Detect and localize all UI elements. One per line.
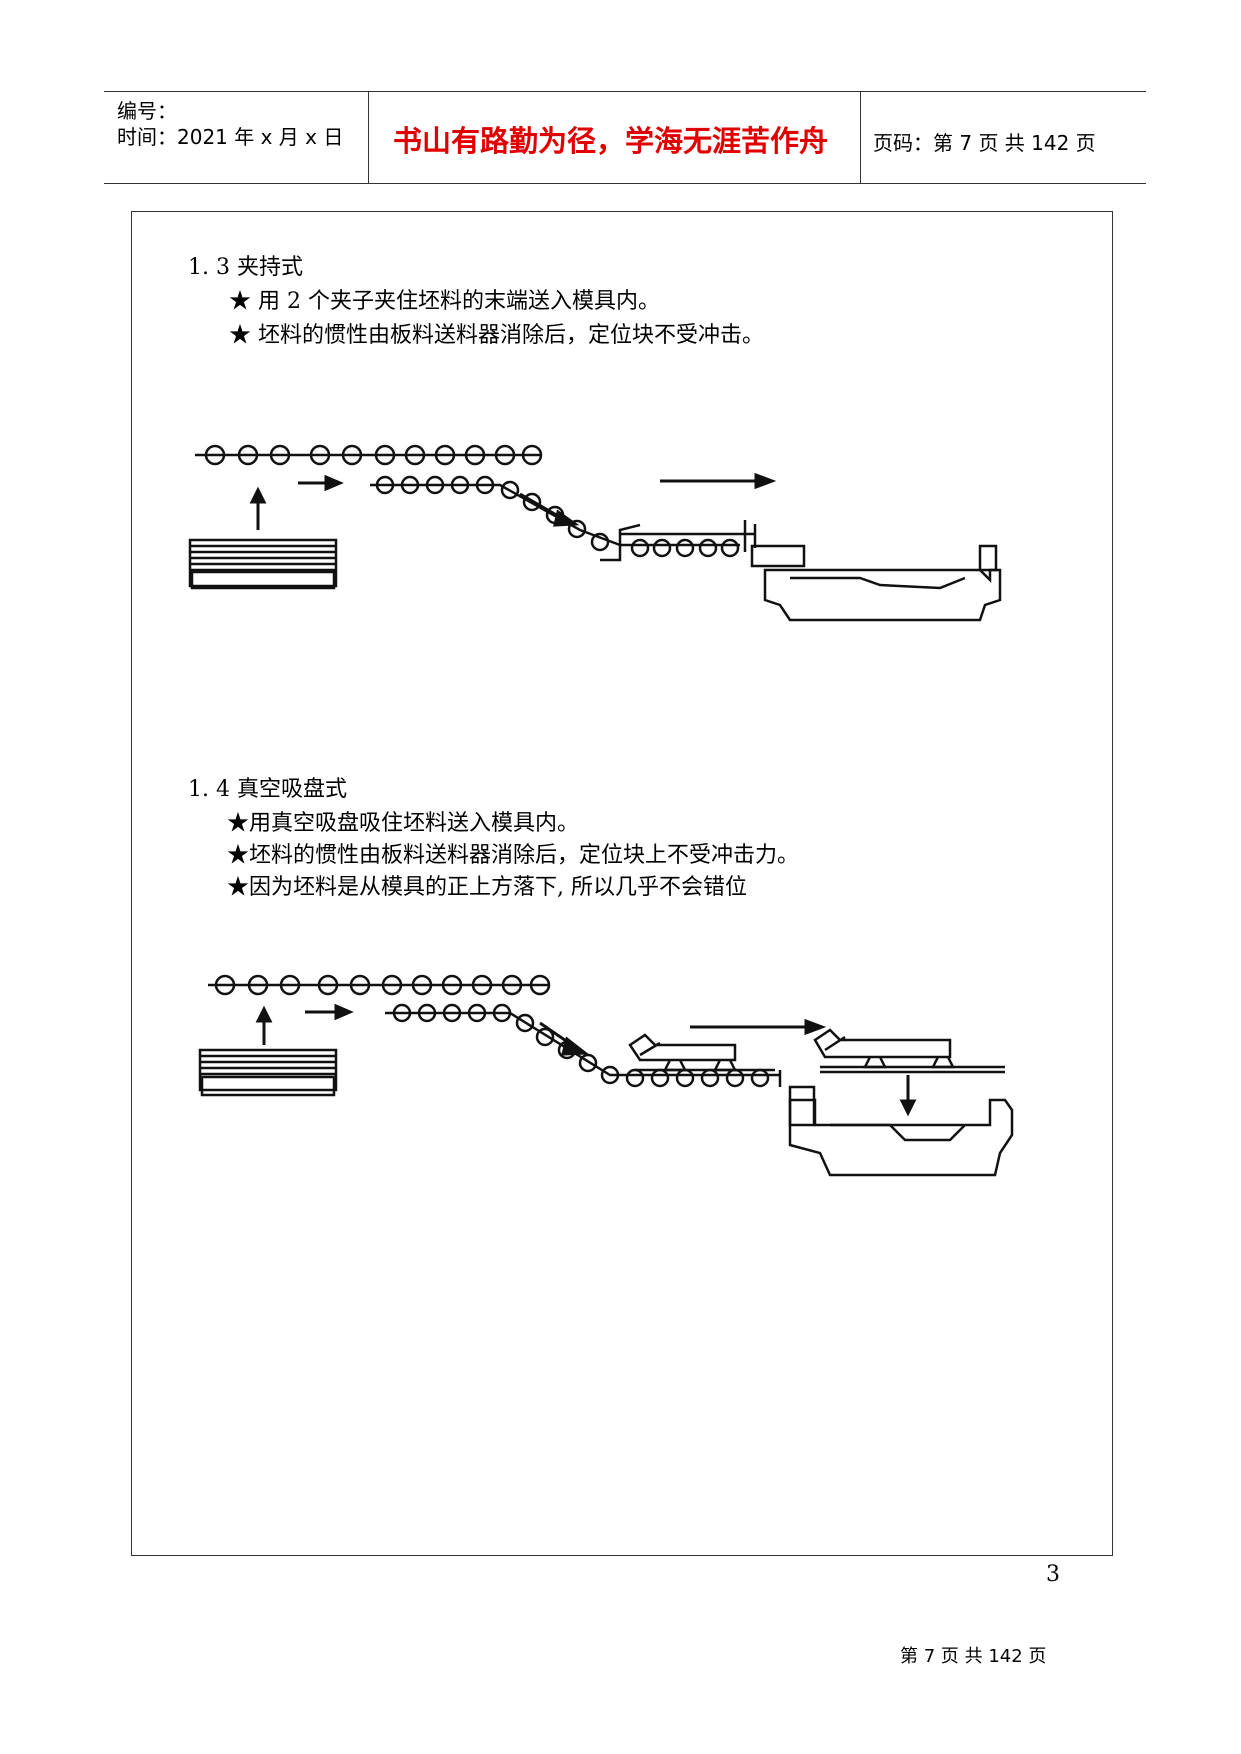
header-number-label: 编号： [117,99,177,123]
header-time-label: 时间：2021 年 x 月 x 日 [117,125,344,149]
section-13-heading: 1. 3 夹持式 [188,255,303,280]
header-top-rule [104,91,1146,92]
section-13-bullet-1: ★ 用 2 个夹子夹住坯料的末端送入模具内。 [229,289,660,314]
vacuum-cup-feeder-diagram [198,974,1014,1177]
clamp-feeder-diagram [188,444,1002,622]
content-frame [131,211,1113,1556]
page-number: 3 [1046,1562,1060,1587]
header-page-info: 页码：第 7 页 共 142 页 [873,131,1096,155]
section-13-bullet-2: ★ 坯料的惯性由板料送料器消除后，定位块不受冲击。 [229,323,764,348]
section-14-bullet-3: ★因为坯料是从模具的正上方落下, 所以几乎不会错位 [227,875,747,900]
header-bottom-rule [104,183,1146,184]
header-divider-right [860,91,861,183]
header-divider-left [368,91,369,183]
section-14-bullet-1: ★用真空吸盘吸住坯料送入模具内。 [227,811,580,836]
footer-page-info: 第 7 页 共 142 页 [900,1646,1047,1667]
section-14-bullet-2: ★坯料的惯性由板料送料器消除后，定位块上不受冲击力。 [227,843,800,868]
header-motto: 书山有路勤为径，学海无涯苦作舟 [393,124,829,158]
section-14-heading: 1. 4 真空吸盘式 [188,777,347,802]
